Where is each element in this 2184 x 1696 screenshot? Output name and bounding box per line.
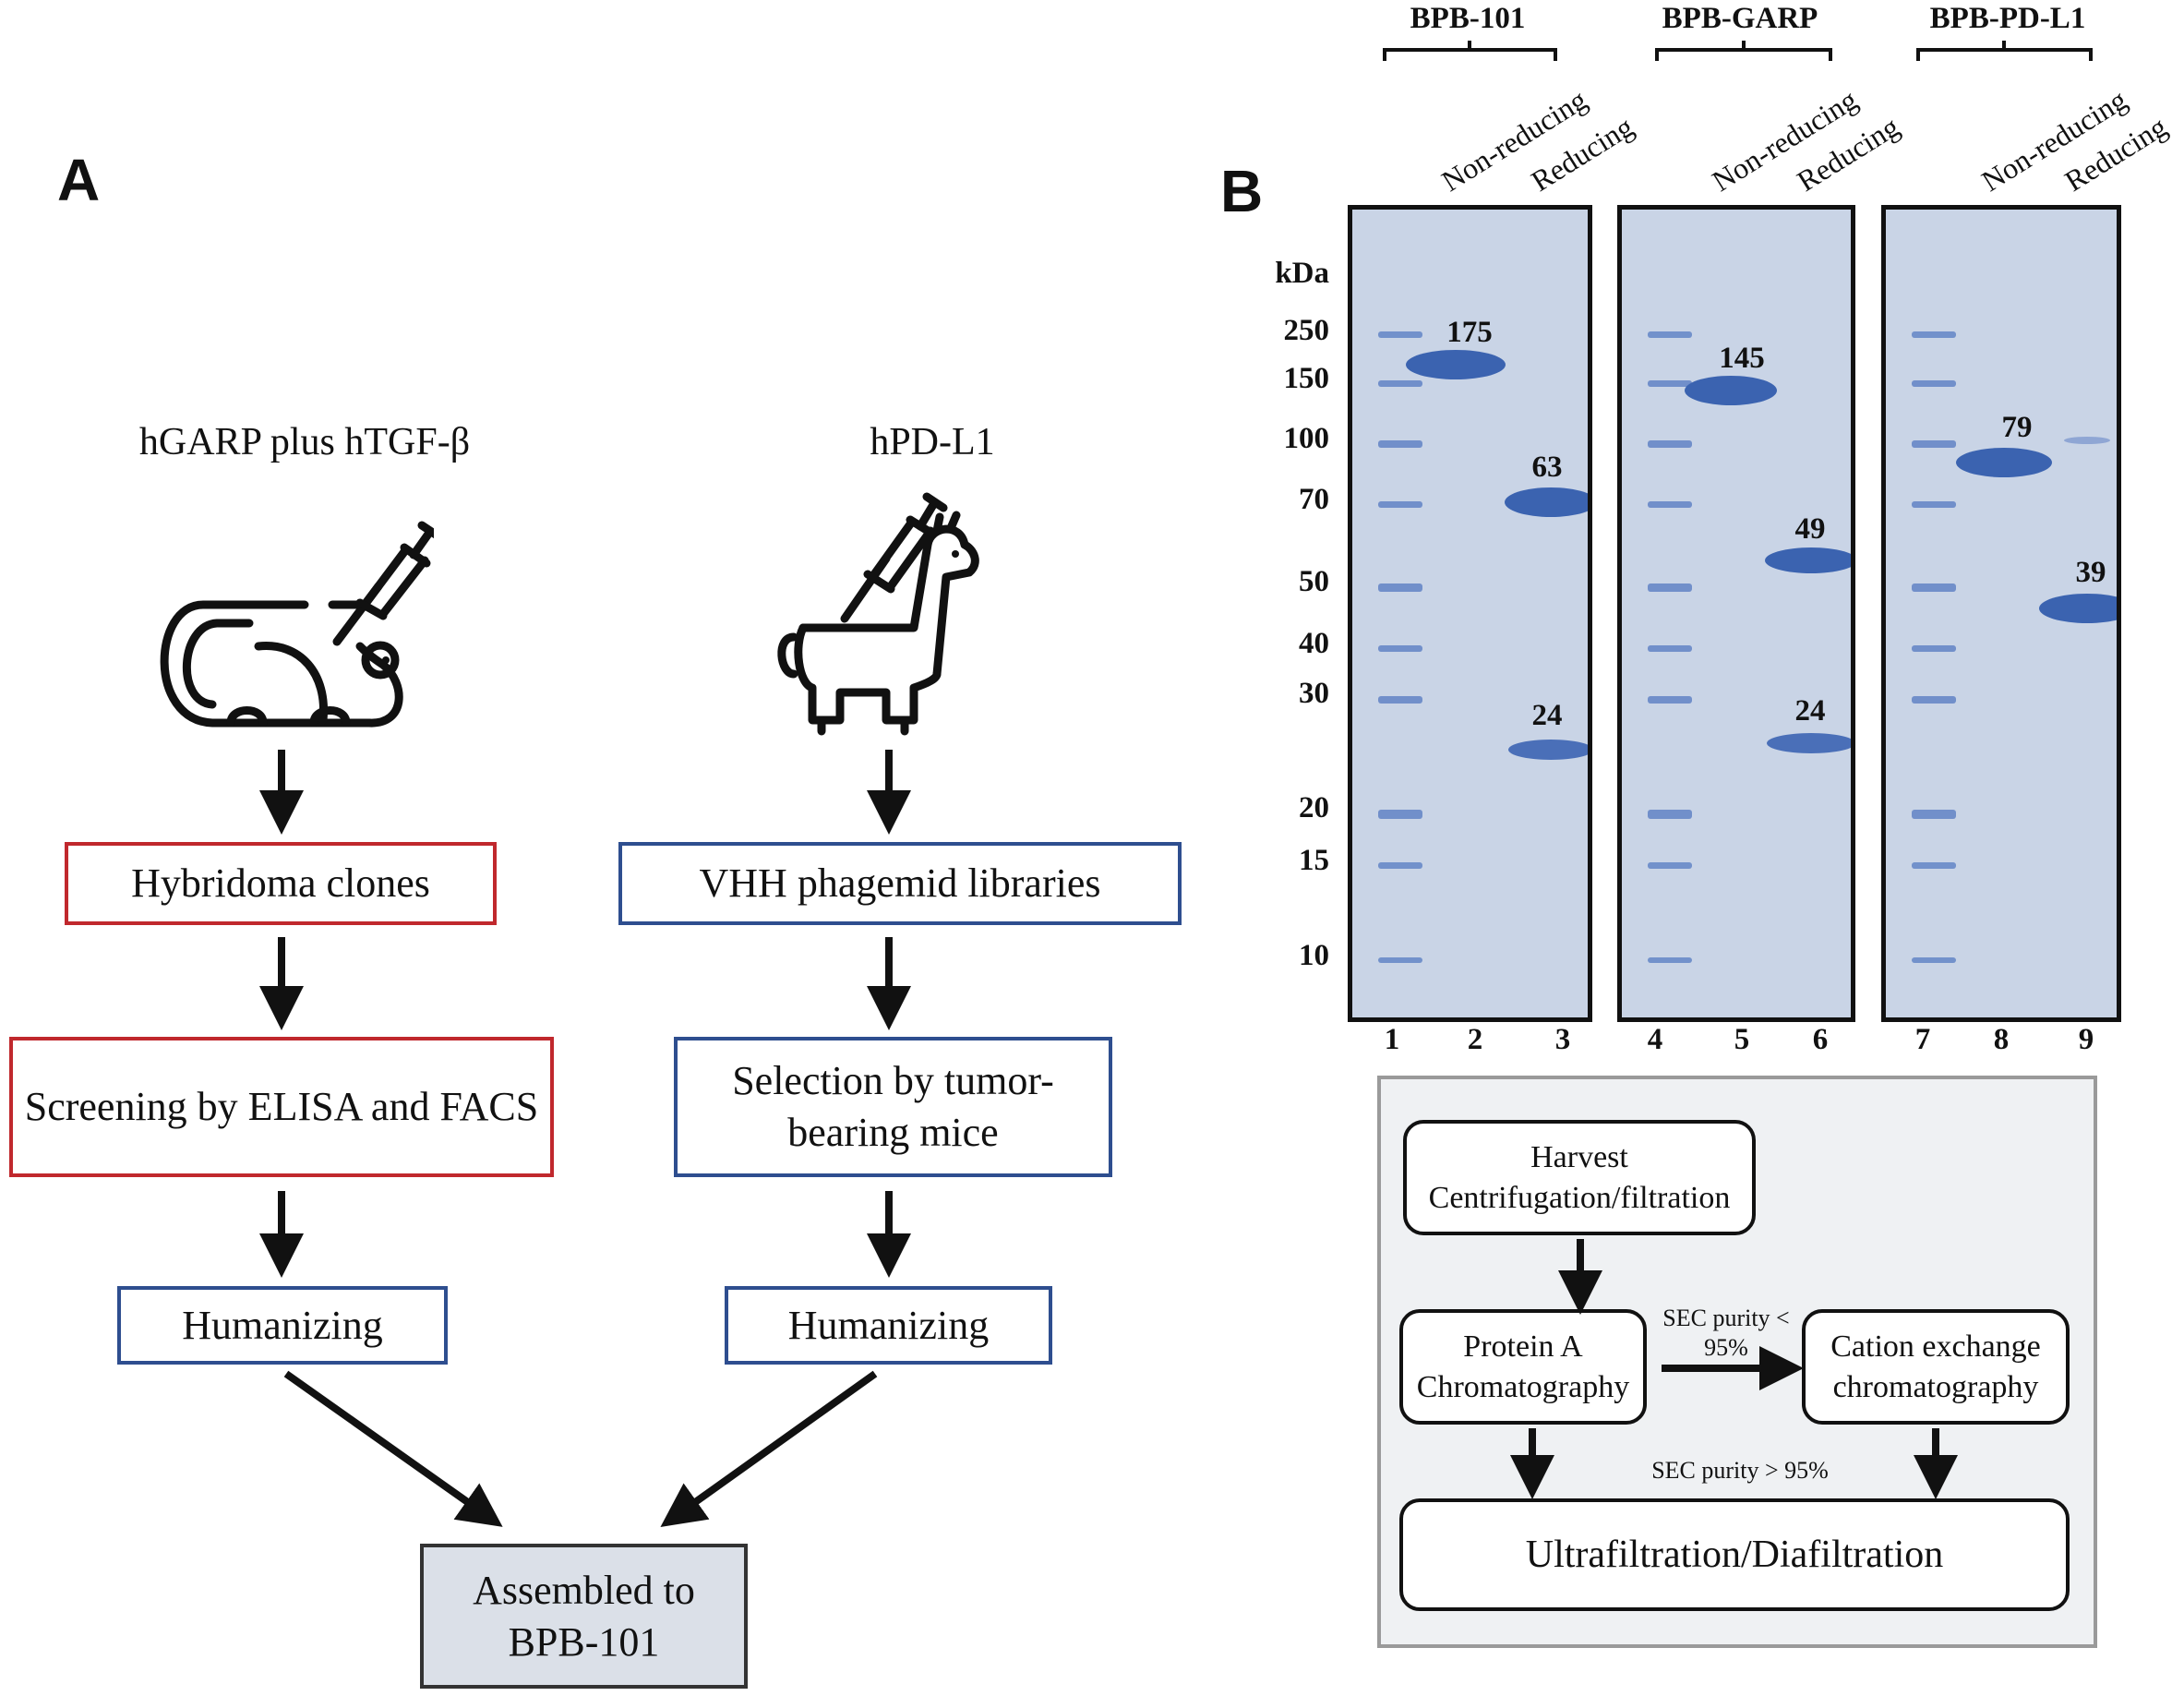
lane-number: 5 (1734, 1023, 1750, 1056)
group-brackets (1383, 41, 2093, 61)
lane-number: 6 (1812, 1023, 1829, 1056)
flow-arrows (1510, 1239, 1958, 1499)
mouse-syringe-icon (160, 521, 434, 728)
ladder-lane-1 (1378, 331, 1422, 963)
gel-bpb101-bands (1378, 331, 1588, 963)
kda-marker-label: 10 (1299, 939, 1329, 972)
kda-marker-label: 30 (1299, 677, 1329, 710)
group-title-bpbpdl1: BPB-PD-L1 (1929, 2, 2086, 35)
right-humanizing-box: Humanizing (725, 1286, 1052, 1365)
band-faint-100 (2064, 437, 2110, 444)
kda-marker-label: 50 (1299, 565, 1329, 598)
lane-number: 4 (1647, 1023, 1663, 1056)
panel-b-letter: B (1220, 158, 1264, 224)
band-145 (1685, 376, 1777, 405)
lane-number: 3 (1554, 1023, 1571, 1056)
band-label: 63 (1531, 451, 1563, 484)
ladder-lane-4 (1648, 331, 1692, 963)
band-label: 49 (1794, 512, 1826, 546)
band-label: 175 (1446, 316, 1493, 349)
gel-bpb101 (1348, 205, 1592, 1022)
harvest-box: Harvest Centrifugation/filtration (1403, 1120, 1756, 1235)
lane-number: 2 (1467, 1023, 1483, 1056)
kda-marker-label: 40 (1299, 627, 1329, 660)
band-39 (2039, 594, 2117, 623)
kda-marker-label: 100 (1283, 422, 1330, 455)
screening-box: Screening by ELISA and FACS (9, 1037, 554, 1177)
gel-bpbpdl1-bands (1912, 331, 2117, 963)
assembled-box: Assembled to BPB-101 (420, 1544, 748, 1689)
band-79 (1956, 448, 2052, 477)
band-label: 24 (1531, 699, 1563, 732)
lane-number: 7 (1914, 1023, 1931, 1056)
band-175 (1406, 350, 1506, 379)
selection-box: Selection by tumor-bearing mice (674, 1037, 1112, 1177)
band-24 (1508, 740, 1588, 760)
band-label: 39 (2075, 556, 2106, 589)
lane-number: 9 (2078, 1023, 2094, 1056)
right-antigen-label: hPD-L1 (870, 421, 995, 463)
kda-marker-label: 20 (1299, 791, 1329, 824)
band-label: 145 (1719, 342, 1765, 375)
band-24b (1767, 733, 1851, 753)
band-49 (1765, 547, 1851, 573)
kda-marker-label: 150 (1283, 362, 1330, 395)
ultrafiltration-box: Ultrafiltration/Diafiltration (1399, 1498, 2070, 1611)
protein-a-box: Protein A Chromatography (1399, 1309, 1647, 1425)
band-label: 24 (1794, 694, 1826, 728)
left-humanizing-box: Humanizing (117, 1286, 448, 1365)
kda-marker-label: 250 (1283, 314, 1330, 347)
panel-a-letter: A (57, 147, 101, 213)
left-antigen-label: hGARP plus hTGF-β (138, 421, 471, 463)
ladder-lane-7 (1912, 331, 1956, 963)
band-63 (1505, 487, 1588, 517)
panel-a-arrows (259, 750, 911, 1527)
kda-marker-label: 15 (1299, 844, 1329, 877)
gel-bpbgarp (1617, 205, 1855, 1022)
gel-bpbpdl1 (1881, 205, 2121, 1022)
vhh-libraries-box: VHH phagemid libraries (618, 842, 1182, 925)
alpaca-syringe-icon (777, 492, 979, 736)
hybridoma-clones-box: Hybridoma clones (65, 842, 497, 925)
sec-high-label: SEC purity > 95% (1651, 1457, 1829, 1484)
lane-number: 8 (1993, 1023, 2010, 1056)
gel-bpbgarp-bands (1648, 331, 1851, 963)
group-title-bpbgarp: BPB-GARP (1662, 2, 1818, 35)
group-title-bpb101: BPB-101 (1410, 2, 1526, 35)
band-label: 79 (2001, 411, 2033, 444)
kda-unit-label: kDa (1275, 257, 1329, 290)
sec-low-label: SEC purity < 95% (1662, 1305, 1790, 1361)
kda-marker-label: 70 (1299, 483, 1329, 516)
lane-number: 1 (1384, 1023, 1400, 1056)
cation-exchange-box: Cation exchange chromatography (1802, 1309, 2070, 1425)
